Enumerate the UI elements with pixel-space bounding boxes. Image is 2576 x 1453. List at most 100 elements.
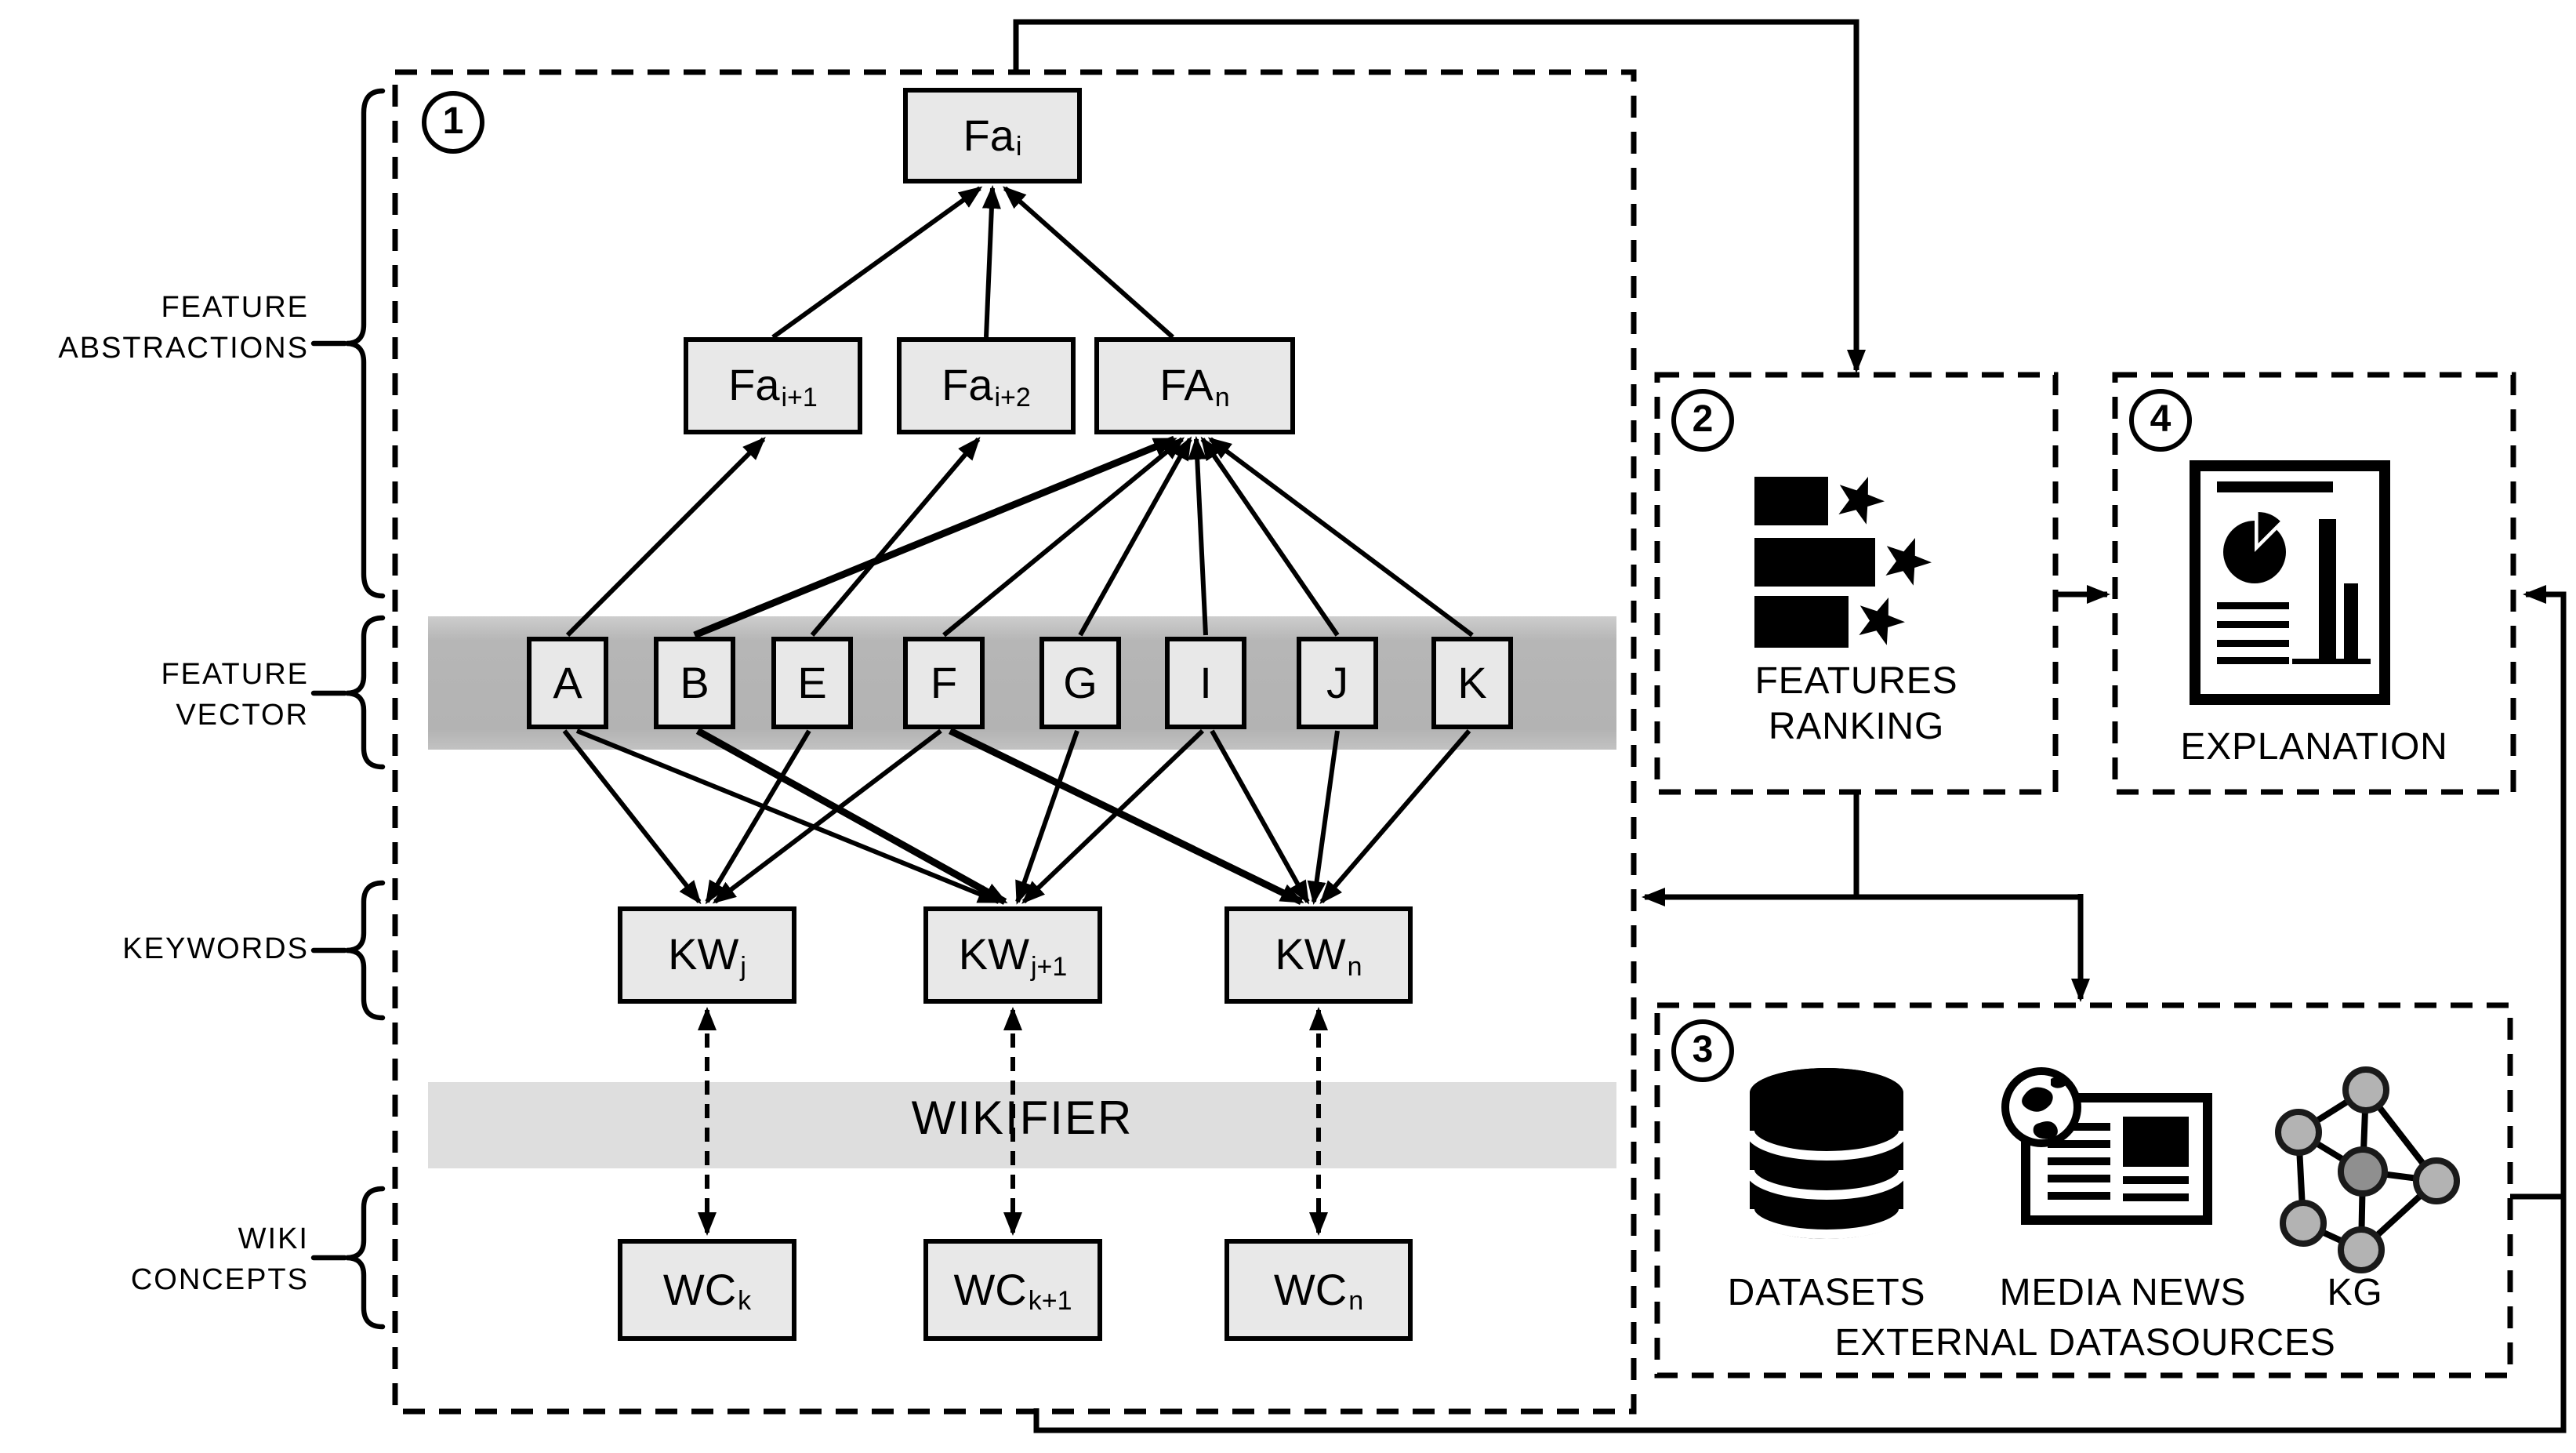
node-label: A [553,658,582,707]
node-label: WC [662,1265,737,1313]
node-subscript: k+1 [1028,1286,1072,1316]
label-wiki-concepts: WIKI CONCEPTS [0,1220,309,1302]
node-subscript: n [1348,1286,1364,1316]
node-subscript: j+1 [1030,951,1068,981]
node-label: Fa [942,361,993,409]
star-icon [1838,477,1885,525]
panel-flow-arrows [1013,19,2567,1433]
bars-with-stars-icon [1754,477,1932,648]
side-label-line: FEATURE [161,292,309,325]
label-keywords: KEYWORDS [0,930,309,971]
node-feature-i: I [1165,637,1246,729]
side-label-line: WIKI [238,1223,309,1256]
node-label: Fa [963,111,1014,159]
node-subscript: k [738,1286,752,1316]
node-label: WC [1273,1265,1348,1313]
node-feature-b: B [654,637,735,729]
report-document-icon [2190,460,2390,705]
feature-to-keyword-edges [562,727,1471,906]
node-label: KW [958,930,1029,979]
brace-feature-abstractions [346,88,386,599]
node-subscript: i+1 [781,382,818,412]
side-label-line: FEATURE [161,659,309,692]
caption-features-ranking: FEATURES RANKING [1684,659,2029,750]
node-label: Fa [728,361,780,409]
panel-borders [392,69,2516,1415]
node-subscript: n [1347,951,1362,981]
side-label-line: ABSTRACTIONS [58,332,309,365]
caption-media-news: MEDIA NEWS [1999,1272,2247,1314]
node-feature-a: A [527,637,608,729]
panel-4-border [2112,372,2516,795]
node-label: J [1326,658,1348,707]
node-label: KW [668,930,739,979]
node-feature-f: F [903,637,985,729]
panel-2-border [1654,372,2059,795]
section-number-2: 2 [1671,389,1734,452]
keyword-wikiconcept-arrows [698,1007,1328,1236]
node-subscript: j [740,951,746,981]
node-label: E [797,658,827,707]
star-icon [1859,598,1905,645]
network-graph-icon [2275,1066,2460,1273]
node-label: FA [1159,361,1214,409]
node-feature-g: G [1039,637,1121,729]
wikifier-label: WIKIFIER [911,1093,1134,1145]
side-label-line: CONCEPTS [130,1264,309,1297]
newspaper-globe-icon [2001,1067,2212,1225]
label-feature-vector: FEATURE VECTOR [0,656,309,737]
node-subscript: i+2 [994,382,1031,412]
wikifier-band [428,1082,1616,1168]
section-number-1: 1 [422,91,484,154]
side-braces [310,88,386,1330]
node-subscript: n [1214,382,1230,412]
node-label: K [1457,658,1487,707]
section-number-3: 3 [1671,1019,1734,1082]
side-label-line: VECTOR [176,699,309,732]
star-icon [1885,538,1932,586]
section-number-4: 4 [2129,389,2192,452]
caption-kg: KG [2327,1272,2383,1314]
abstraction-edges [771,185,1174,340]
caption-line: FEATURES [1754,660,1958,703]
brace-keywords [346,880,386,1021]
caption-explanation: EXPLANATION [2180,726,2448,768]
node-label: G [1063,658,1098,707]
node-label: I [1199,658,1212,707]
feature-vector-band [428,616,1616,750]
arrow-pipeline-to-ranking [1013,19,1866,373]
globe-icon [2001,1067,2081,1147]
node-feature-k: K [1431,637,1513,729]
node-feature-j: J [1297,637,1378,729]
arrow-bottom-rail-to-explanation [1033,585,2567,1433]
node-feature-e: E [771,637,853,729]
node-label: KW [1275,930,1346,979]
caption-datasets: DATASETS [1727,1272,1926,1314]
node-label: F [930,658,958,707]
brace-feature-vector [346,615,386,770]
feature-to-abstraction-edges [565,435,1474,639]
caption-line: RANKING [1768,706,1945,748]
panel-1-border [392,69,1637,1415]
caption-external-datasources: EXTERNAL DATASOURCES [1834,1322,2336,1364]
brace-wiki-concepts [346,1186,386,1330]
node-subscript: i [1015,132,1022,162]
database-icon [1745,1068,1908,1239]
label-feature-abstractions: FEATURE ABSTRACTIONS [0,289,309,370]
node-label: B [680,658,709,707]
bar-chart-icon [2292,519,2371,664]
side-label-line: KEYWORDS [122,933,309,966]
